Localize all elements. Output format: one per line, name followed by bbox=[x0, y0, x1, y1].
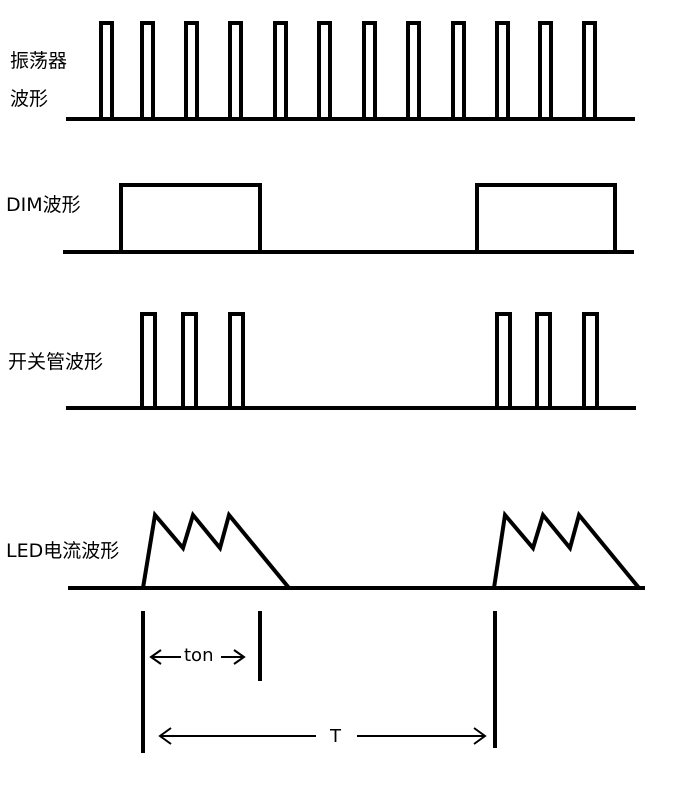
ton-arrow-left-head bbox=[149, 649, 162, 665]
oscillator-label-line2: 波形 bbox=[10, 88, 48, 110]
led-sawtooth-2 bbox=[492, 510, 641, 590]
ton-arrow: ton bbox=[149, 645, 246, 666]
switch-pulse-4 bbox=[495, 312, 512, 408]
switch-pulse-6 bbox=[582, 312, 599, 408]
oscillator-pulse-4 bbox=[228, 21, 243, 119]
ton-arrow-right-head bbox=[233, 649, 246, 665]
oscillator-pulse-7 bbox=[362, 21, 377, 119]
oscillator-pulse-6 bbox=[317, 21, 332, 119]
led-sawtooth-1 bbox=[141, 510, 291, 590]
oscillator-pulse-1 bbox=[99, 21, 114, 119]
period-arrow-right-head bbox=[473, 727, 487, 745]
led-label: LED电流波形 bbox=[6, 540, 119, 562]
oscillator-pulse-12 bbox=[582, 21, 597, 119]
oscillator-pulse-8 bbox=[406, 21, 421, 119]
led-current-waveform bbox=[68, 510, 645, 590]
switch-pulse-5 bbox=[535, 312, 552, 408]
dim-waveform bbox=[63, 183, 634, 254]
dim-pulse-2 bbox=[475, 183, 617, 252]
oscillator-pulse-3 bbox=[184, 21, 199, 119]
ton-label: ton bbox=[184, 645, 213, 666]
period-arrow: T bbox=[158, 726, 487, 747]
switch-pulse-3 bbox=[228, 312, 245, 408]
switch-label: 开关管波形 bbox=[8, 351, 103, 373]
switch-pulse-1 bbox=[140, 312, 157, 408]
oscillator-pulse-11 bbox=[538, 21, 553, 119]
oscillator-pulse-9 bbox=[451, 21, 466, 119]
oscillator-pulse-10 bbox=[495, 21, 510, 119]
period-arrow-left-head bbox=[158, 727, 172, 745]
dim-pulse-1 bbox=[119, 183, 262, 252]
oscillator-waveform bbox=[66, 21, 635, 121]
period-label: T bbox=[329, 726, 342, 747]
switch-pulse-2 bbox=[181, 312, 198, 408]
oscillator-pulse-5 bbox=[273, 21, 288, 119]
dim-label: DIM波形 bbox=[6, 194, 81, 216]
oscillator-pulse-2 bbox=[140, 21, 155, 119]
switch-waveform bbox=[66, 312, 636, 410]
oscillator-label-line1: 振荡器 bbox=[10, 50, 67, 72]
